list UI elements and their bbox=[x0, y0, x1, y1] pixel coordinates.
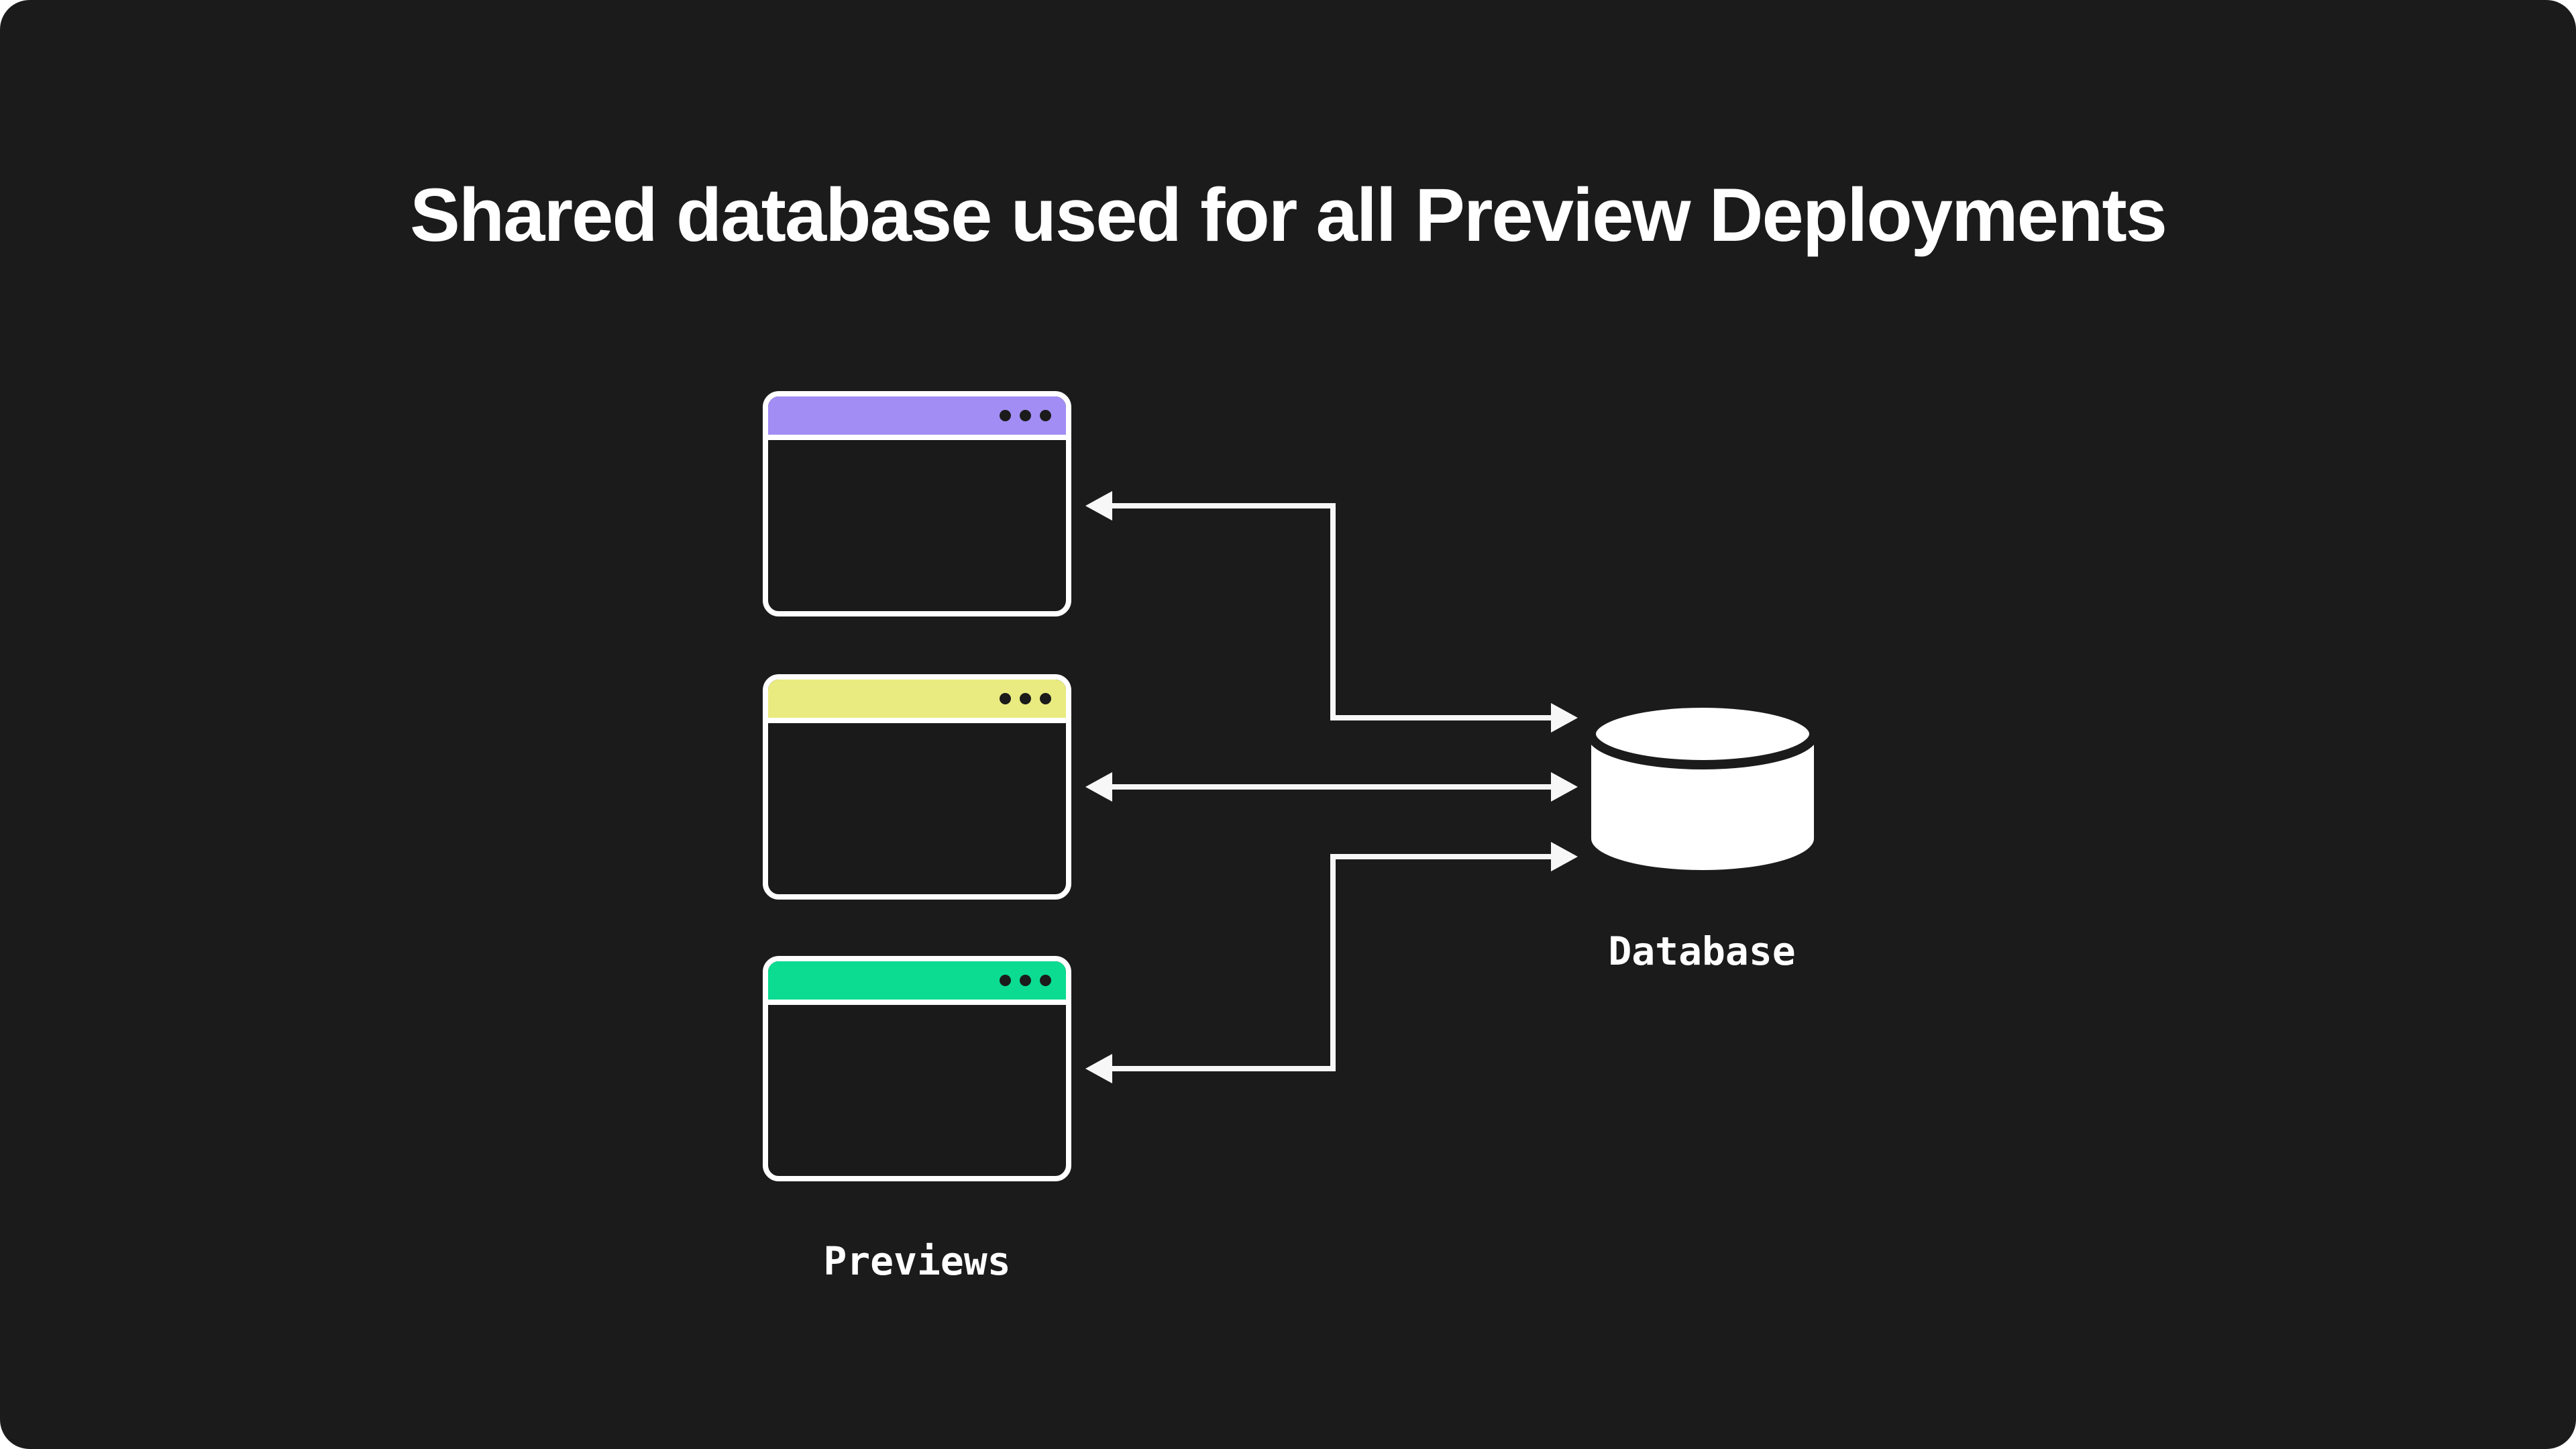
preview-window-3-titlebar bbox=[768, 961, 1066, 1005]
dot-icon bbox=[1040, 975, 1051, 986]
diagram-title: Shared database used for all Preview Dep… bbox=[410, 173, 2167, 257]
dot-icon bbox=[1020, 693, 1031, 704]
dot-icon bbox=[1000, 693, 1011, 704]
arrowhead-left-icon bbox=[1085, 491, 1112, 521]
preview-window-2 bbox=[763, 674, 1071, 900]
connector-database-preview-3 bbox=[1085, 842, 1578, 1083]
preview-window-3 bbox=[763, 956, 1071, 1181]
dot-icon bbox=[1040, 693, 1051, 704]
arrowhead-left-icon bbox=[1085, 1054, 1112, 1083]
arrowhead-right-icon bbox=[1551, 772, 1578, 802]
arrowhead-right-icon bbox=[1551, 703, 1578, 733]
dot-icon bbox=[1040, 410, 1051, 421]
connector-database-preview-2 bbox=[1085, 772, 1578, 802]
cylinder-top bbox=[1587, 698, 1819, 769]
connector-line bbox=[1108, 503, 1554, 720]
dot-icon bbox=[1000, 975, 1011, 986]
database-cylinder-icon bbox=[1587, 698, 1819, 870]
dot-icon bbox=[1000, 410, 1011, 421]
connector-database-preview-1 bbox=[1085, 491, 1578, 733]
preview-window-2-body bbox=[768, 723, 1066, 894]
preview-window-1-body bbox=[768, 440, 1066, 611]
dot-icon bbox=[1020, 975, 1031, 986]
window-controls-dots-icon bbox=[1000, 410, 1051, 421]
preview-window-1 bbox=[763, 391, 1071, 616]
previews-label: Previews bbox=[823, 1238, 1011, 1284]
cylinder-body bbox=[1591, 734, 1814, 870]
preview-window-3-body bbox=[768, 1005, 1066, 1176]
arrowhead-left-icon bbox=[1085, 772, 1112, 802]
arrowhead-right-icon bbox=[1551, 842, 1578, 871]
window-controls-dots-icon bbox=[1000, 975, 1051, 986]
database-label: Database bbox=[1608, 928, 1796, 974]
connector-line bbox=[1108, 854, 1554, 1071]
preview-window-1-titlebar bbox=[768, 396, 1066, 440]
dot-icon bbox=[1020, 410, 1031, 421]
window-controls-dots-icon bbox=[1000, 693, 1051, 704]
preview-window-2-titlebar bbox=[768, 680, 1066, 723]
